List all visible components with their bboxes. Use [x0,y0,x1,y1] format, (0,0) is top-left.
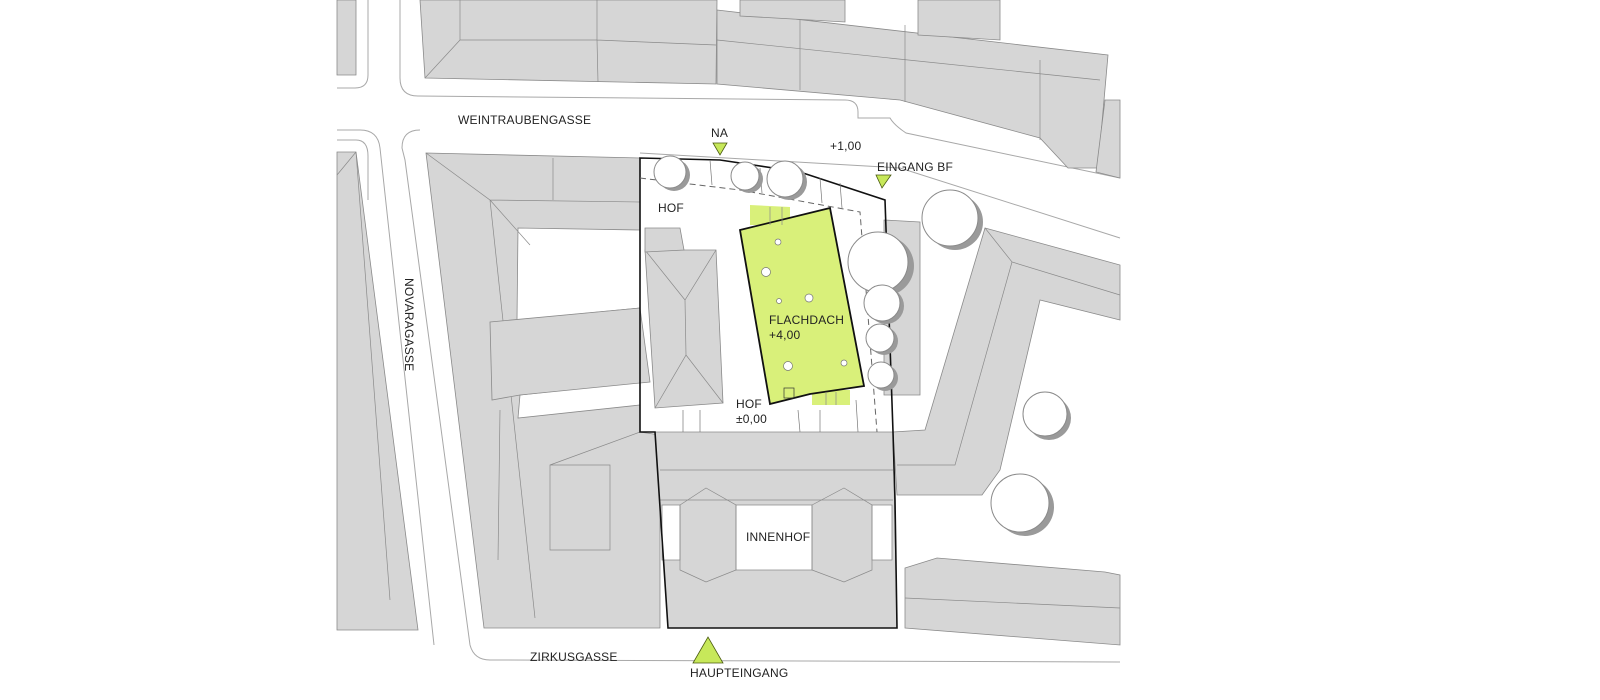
building-hof-annex [644,227,685,253]
haupteingang-marker-icon [692,636,724,664]
buildings [336,0,1121,646]
building-top-strip [739,0,846,23]
trees [653,155,1071,536]
label-na: NA [711,126,728,140]
tree-canopy-icon [1022,391,1071,440]
label-street-level: +1,00 [830,139,861,153]
label-hof-north: HOF [658,201,684,215]
label-eingang-bf: EINGANG BF [877,160,953,174]
building-right-edge-top [1095,99,1121,179]
building-top-middle [716,9,1109,169]
street-curbs [337,0,1121,663]
tree-canopy-icon [847,231,914,296]
tree-canopy-icon [990,473,1054,536]
building-hof-wing [644,249,724,409]
building-far-left-top [336,0,357,76]
building-block-east [892,227,1121,496]
label-hof-south-level: ±0,00 [736,412,767,426]
building-top-right-small [917,0,1001,41]
flachdach-building [738,205,866,406]
label-flachdach: FLACHDACH [769,313,844,327]
building-left-column [336,151,419,631]
building-south-east [904,557,1121,646]
label-novaragasse: NOVARAGASSE [402,278,416,371]
building-top-left [419,0,718,85]
dashed-line [639,177,878,433]
label-weintraubengasse: WEINTRAUBENGASSE [458,113,591,127]
label-hof-south: HOF [736,397,762,411]
tree-canopy-icon [921,189,983,250]
entrance-na-marker-icon [712,142,728,156]
label-zirkusgasse: ZIRKUSGASSE [530,650,618,664]
tree-canopy-icon [730,161,763,193]
tree-canopy-icon [867,361,898,391]
label-haupteingang: HAUPTEINGANG [690,666,788,680]
label-innenhof: INNENHOF [746,530,810,544]
tree-canopy-icon [865,323,898,355]
tree-canopy-icon [766,160,807,200]
tree-canopy-icon [863,284,904,324]
entrance-bf-marker-icon [875,174,892,189]
label-flachdach-level: +4,00 [769,328,800,342]
tree-canopy-icon [653,155,690,191]
building-west-courtyard-wing [489,307,651,401]
